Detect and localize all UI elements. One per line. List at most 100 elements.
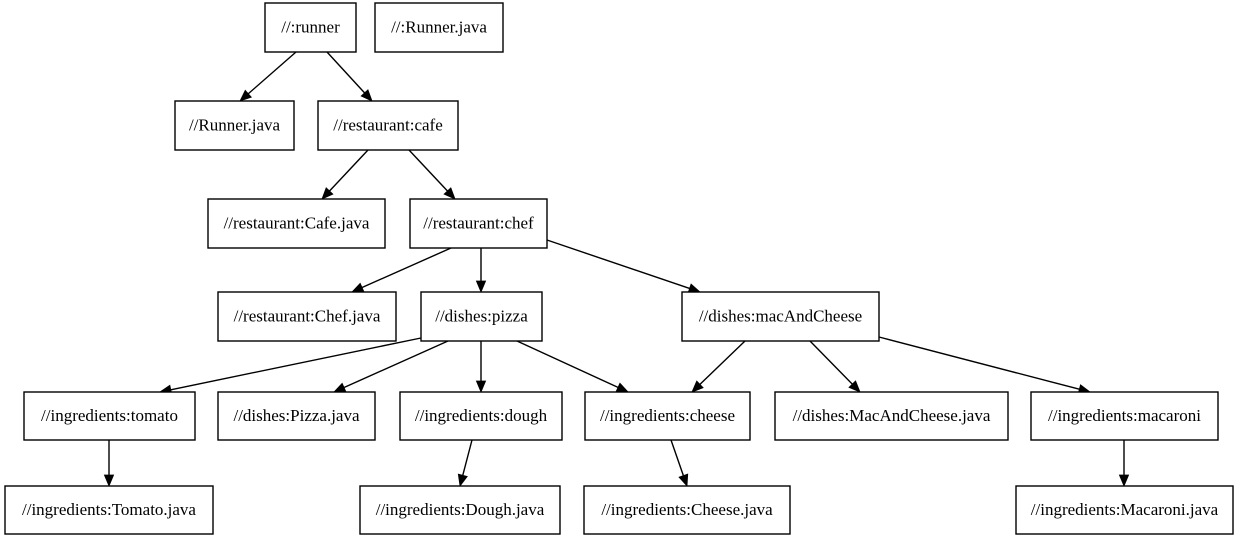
node-label: //:Runner.java — [391, 17, 487, 36]
node-box[interactable] — [359, 485, 561, 535]
graph-node-dishes_pizza_java[interactable]: //dishes:Pizza.java — [217, 391, 376, 441]
node-label: //ingredients:tomato — [41, 406, 178, 425]
edge-line — [462, 439, 473, 476]
node-label: //dishes:MacAndCheese.java — [793, 406, 991, 425]
graph-node-ing_dough[interactable]: //ingredients:dough — [399, 391, 563, 441]
edge-line — [329, 149, 369, 192]
edge-line — [809, 340, 853, 385]
edge-arrowhead — [475, 280, 487, 294]
node-box[interactable] — [409, 198, 548, 249]
edge-line — [326, 51, 366, 94]
node-label: //:runner — [281, 17, 340, 36]
edge-arrowhead — [615, 382, 629, 393]
graph-node-ing_cheese[interactable]: //ingredients:cheese — [584, 391, 751, 441]
graph-edge — [333, 340, 449, 393]
graph-edge — [326, 51, 373, 102]
graph-node-ing_dough_java[interactable]: //ingredients:Dough.java — [359, 485, 561, 535]
node-label: //dishes:pizza — [435, 306, 528, 325]
graph-edge — [878, 336, 1092, 395]
edge-line — [670, 439, 685, 476]
node-box[interactable] — [23, 391, 196, 441]
graph-node-ing_tomato[interactable]: //ingredients:tomato — [23, 391, 196, 441]
graph-edge — [516, 340, 629, 393]
node-box[interactable] — [1030, 391, 1219, 441]
graph-edge — [691, 340, 746, 393]
edge-arrowhead — [457, 473, 468, 488]
node-label: //restaurant:Chef.java — [234, 306, 381, 325]
edges-layer — [103, 51, 1130, 488]
graph-edge — [321, 149, 369, 200]
node-box[interactable] — [374, 2, 504, 53]
graph-node-ing_macaroni[interactable]: //ingredients:macaroni — [1030, 391, 1219, 441]
node-box[interactable] — [774, 391, 1009, 441]
edge-line — [516, 340, 619, 389]
node-box[interactable] — [207, 198, 386, 249]
graph-node-runner_java[interactable]: //Runner.java — [174, 100, 295, 151]
node-label: //ingredients:Dough.java — [376, 500, 545, 519]
edge-line — [699, 340, 746, 385]
edge-line — [546, 239, 690, 290]
node-box[interactable] — [264, 2, 357, 53]
node-box[interactable] — [584, 391, 751, 441]
graph-node-ing_macaroni_java[interactable]: //ingredients:Macaroni.java — [1015, 485, 1234, 535]
graph-node-dishes_macandcheese[interactable]: //dishes:macAndCheese — [681, 291, 880, 342]
graph-node-restaurant_cafe[interactable]: //restaurant:cafe — [317, 100, 459, 151]
node-label: //restaurant:Cafe.java — [224, 213, 370, 232]
graph-node-dishes_mac_java[interactable]: //dishes:MacAndCheese.java — [774, 391, 1009, 441]
edge-arrowhead — [321, 187, 334, 200]
edge-line — [408, 149, 448, 192]
graph-edge — [475, 248, 487, 294]
node-box[interactable] — [681, 291, 880, 342]
graph-edge — [670, 439, 689, 487]
nodes-layer: //:runner //:Runner.java //Runner.java //re… — [4, 2, 1234, 535]
edge-arrowhead — [443, 187, 456, 200]
graph-node-dishes_pizza[interactable]: //dishes:pizza — [420, 291, 543, 342]
node-label: //ingredients:dough — [415, 406, 548, 425]
graph-edge — [809, 340, 861, 393]
edge-line — [343, 340, 449, 389]
node-box[interactable] — [217, 391, 376, 441]
node-label: //ingredients:macaroni — [1048, 406, 1201, 425]
node-label: //restaurant:cafe — [333, 115, 443, 134]
node-box[interactable] — [217, 291, 397, 342]
edge-arrowhead — [360, 89, 373, 102]
graph-edge — [475, 341, 487, 394]
node-box[interactable] — [1015, 485, 1234, 535]
graph-edge — [239, 51, 297, 102]
edge-line — [247, 51, 297, 95]
edge-arrowhead — [333, 382, 347, 393]
graph-node-restaurant_cafe_java[interactable]: //restaurant:Cafe.java — [207, 198, 386, 249]
node-label: //dishes:macAndCheese — [699, 306, 862, 325]
node-box[interactable] — [317, 100, 459, 151]
node-box[interactable] — [4, 485, 214, 535]
graph-node-runner[interactable]: //:runner — [264, 2, 357, 53]
graph-edge — [457, 439, 473, 488]
graph-edge — [546, 239, 701, 294]
edge-line — [361, 247, 452, 289]
edge-line — [170, 337, 422, 391]
graph-node-restaurant_chef[interactable]: //restaurant:chef — [409, 198, 548, 249]
edge-line — [878, 336, 1080, 390]
graph-node-restaurant_chef_java[interactable]: //restaurant:Chef.java — [217, 291, 397, 342]
node-box[interactable] — [174, 100, 295, 151]
edge-arrowhead — [239, 89, 253, 102]
edge-arrowhead — [103, 474, 115, 488]
graph-node-runner_java_root[interactable]: //:Runner.java — [374, 2, 504, 53]
node-label: //ingredients:Cheese.java — [601, 500, 773, 519]
node-label: //restaurant:chef — [423, 213, 534, 232]
edge-arrowhead — [1118, 474, 1130, 488]
node-label: //ingredients:Macaroni.java — [1031, 500, 1219, 519]
node-box[interactable] — [583, 485, 791, 535]
edge-arrowhead — [351, 282, 365, 293]
graph-edge — [103, 440, 115, 488]
graph-edge — [351, 247, 452, 293]
graph-node-ing_cheese_java[interactable]: //ingredients:Cheese.java — [583, 485, 791, 535]
edge-arrowhead — [678, 473, 689, 487]
graph-edge — [158, 337, 422, 395]
node-box[interactable] — [399, 391, 563, 441]
graph-node-ing_tomato_java[interactable]: //ingredients:Tomato.java — [4, 485, 214, 535]
edge-arrowhead — [848, 380, 861, 393]
node-box[interactable] — [420, 291, 543, 342]
